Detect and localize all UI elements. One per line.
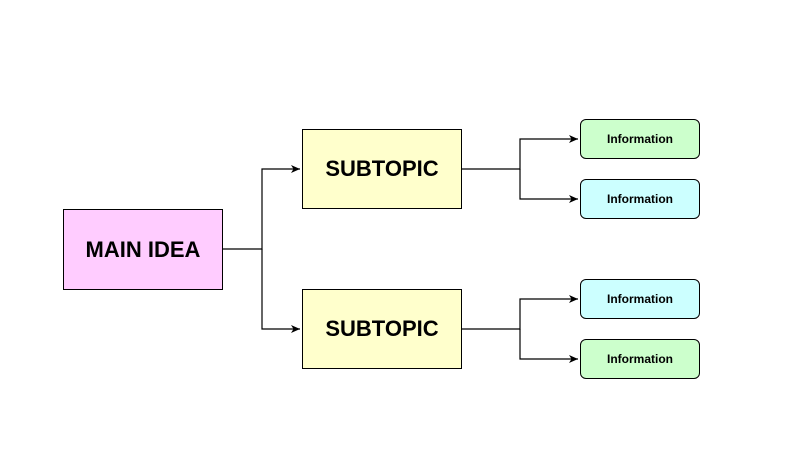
information-label: Information [607,132,673,146]
connector-subtopic-2-to-info-4 [519,329,578,363]
information-node[interactable]: Information [580,339,700,379]
connector-subtopic-1-to-info-1 [462,135,578,170]
subtopic-label: SUBTOPIC [325,316,439,341]
subtopic-node[interactable]: SUBTOPIC [302,129,462,209]
connector-main-to-subtopic-1 [223,165,300,250]
connector-main-to-subtopic-2 [261,249,300,333]
information-node[interactable]: Information [580,279,700,319]
connector-subtopic-1-to-info-2 [519,169,578,203]
information-node[interactable]: Information [580,179,700,219]
information-label: Information [607,292,673,306]
information-label: Information [607,352,673,366]
main-idea-node[interactable]: MAIN IDEA [63,209,223,290]
information-label: Information [607,192,673,206]
information-node[interactable]: Information [580,119,700,159]
subtopic-label: SUBTOPIC [325,156,439,181]
connector-subtopic-2-to-info-3 [462,295,578,330]
subtopic-node[interactable]: SUBTOPIC [302,289,462,369]
main-idea-label: MAIN IDEA [85,236,201,262]
